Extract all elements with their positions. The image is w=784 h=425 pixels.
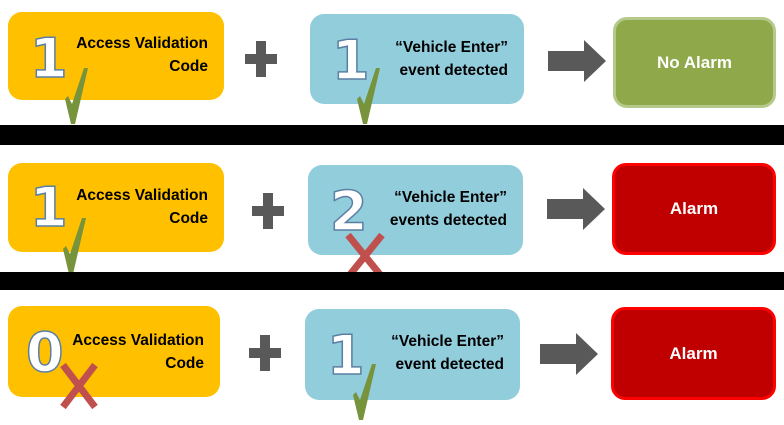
access-code-count: 0 bbox=[25, 321, 64, 384]
vehicle-enter-label: “Vehicle Enter” events detected bbox=[389, 189, 507, 229]
access-code-box: 1 Access Validation Code bbox=[8, 12, 224, 100]
plus-icon bbox=[252, 193, 284, 229]
row-divider bbox=[0, 125, 784, 145]
vehicle-enter-count: 1 bbox=[326, 324, 365, 387]
arrow-right-icon bbox=[548, 40, 606, 82]
row-divider bbox=[0, 272, 784, 290]
access-code-count: 1 bbox=[29, 176, 68, 239]
vehicle-enter-box: 1 “Vehicle Enter” event detected bbox=[310, 14, 524, 104]
vehicle-enter-label: “Vehicle Enter” event detected bbox=[395, 39, 508, 79]
result-box-alarm: Alarm bbox=[611, 307, 776, 400]
result-label: Alarm bbox=[669, 199, 719, 218]
check-icon bbox=[353, 364, 376, 420]
check-icon bbox=[63, 218, 86, 274]
vehicle-enter-label: “Vehicle Enter” event detected bbox=[391, 333, 504, 373]
result-label: Alarm bbox=[669, 343, 718, 363]
check-icon bbox=[65, 68, 88, 124]
access-code-box: 1 Access Validation Code bbox=[8, 163, 224, 252]
access-code-label: Access Validation Code bbox=[76, 35, 208, 75]
result-box-no-alarm: No Alarm bbox=[613, 17, 776, 108]
vehicle-enter-count: 2 bbox=[329, 180, 368, 243]
arrow-right-icon bbox=[547, 188, 605, 230]
check-icon bbox=[357, 68, 380, 124]
access-code-box: 0 Access Validation Code bbox=[8, 306, 220, 397]
plus-icon bbox=[249, 335, 281, 371]
vehicle-enter-count: 1 bbox=[331, 29, 370, 92]
vehicle-enter-box: 2 “Vehicle Enter” events detected bbox=[308, 165, 523, 255]
access-code-label: Access Validation Code bbox=[76, 187, 208, 227]
cross-icon bbox=[345, 233, 385, 279]
arrow-right-icon bbox=[540, 333, 598, 375]
plus-icon bbox=[245, 41, 277, 77]
access-code-label: Access Validation Code bbox=[72, 332, 204, 372]
result-box-alarm: Alarm bbox=[612, 163, 776, 255]
vehicle-enter-box: 1 “Vehicle Enter” event detected bbox=[305, 309, 520, 400]
result-label: No Alarm bbox=[657, 52, 732, 72]
access-code-count: 1 bbox=[29, 27, 68, 90]
cross-icon bbox=[60, 363, 98, 409]
